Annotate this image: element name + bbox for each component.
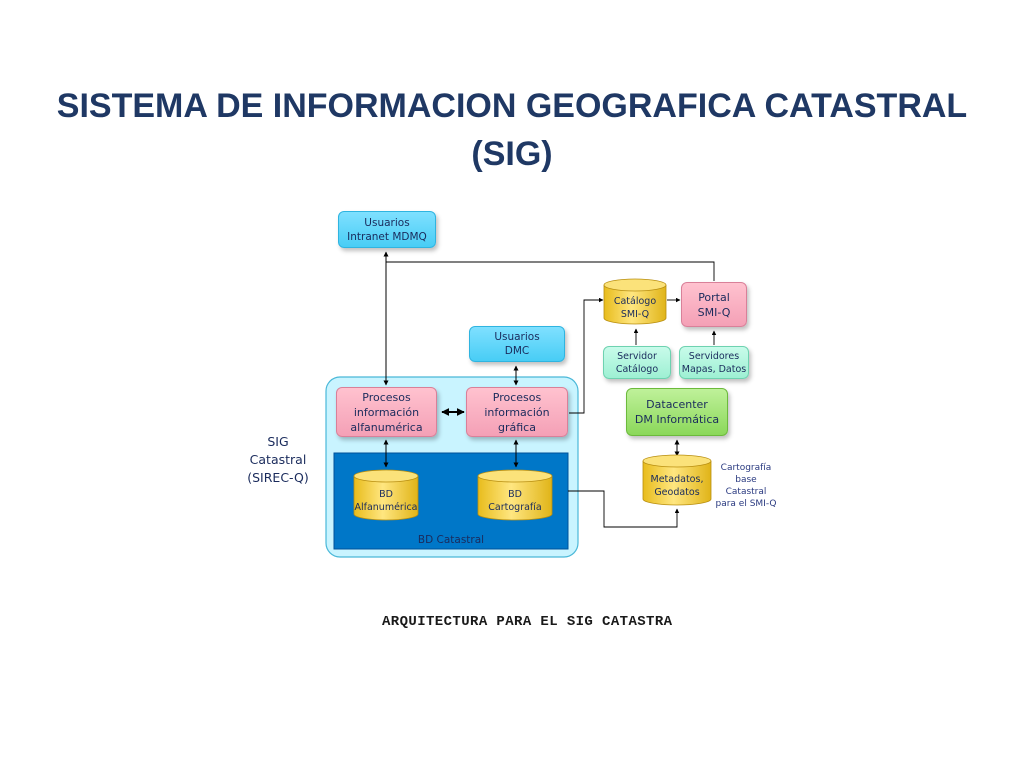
procesos-alfa-line2: información xyxy=(353,405,420,419)
sig-line3: (SIREC-Q) xyxy=(247,470,309,485)
datacenter-box: Datacenter DM Informática xyxy=(626,388,728,436)
procesos-grafica-box: Procesos información gráfica xyxy=(466,387,568,437)
servidores-mapas-box: Servidores Mapas, Datos xyxy=(679,346,749,379)
usuarios-dmc-line2: DMC xyxy=(504,345,530,357)
cartografia-line1: Cartografía xyxy=(720,463,772,473)
procesos-grafica-line2: información xyxy=(484,405,550,419)
title-line-2: (SIG) xyxy=(471,135,553,173)
bd-cartografia-label: BD Cartografía xyxy=(475,488,555,514)
bd-alfa-line2: Alfanumérica xyxy=(354,502,418,513)
catalogo-line1: Catálogo xyxy=(613,296,657,307)
slide-title: SISTEMA DE INFORMACION GEOGRAFICA CATAST… xyxy=(40,82,984,178)
bd-alfa-line1: BD xyxy=(379,489,393,500)
sig-line2: Catastral xyxy=(249,452,307,467)
bd-alfanumerica-cylinder xyxy=(353,469,419,521)
servidor-catalogo-box: Servidor Catálogo xyxy=(603,346,671,379)
procesos-grafica-line3: gráfica xyxy=(498,420,536,434)
connector-grafica-catalogo xyxy=(569,297,604,414)
metadatos-cylinder xyxy=(642,454,712,506)
servidores-mapas-line1: Servidores xyxy=(688,350,740,362)
cartografia-note: Cartografía base Catastral para el SMI-Q xyxy=(706,462,786,510)
procesos-alfa-line1: Procesos xyxy=(362,390,411,404)
cartografia-line4: para el SMI-Q xyxy=(715,499,777,509)
sig-line1: SIG xyxy=(267,434,289,449)
cartografia-line3: Catastral xyxy=(725,487,767,497)
connector-bdcatastral-metadatos xyxy=(568,490,680,528)
catalogo-cylinder xyxy=(603,278,667,325)
servidor-catalogo-line1: Servidor xyxy=(617,350,657,362)
catalogo-line2: SMI-Q xyxy=(620,309,650,320)
sig-catastral-label: SIG Catastral (SIREC-Q) xyxy=(238,433,318,487)
bd-carto-line1: BD xyxy=(508,489,522,500)
usuarios-intranet-line2: Intranet MDMQ xyxy=(347,230,427,243)
diagram-caption: ARQUITECTURA PARA EL SIG CATASTRA xyxy=(382,614,673,630)
datacenter-line2: DM Informática xyxy=(634,413,720,426)
procesos-grafica-line1: Procesos xyxy=(492,390,542,404)
usuarios-dmc-box: Usuarios DMC xyxy=(469,326,565,362)
usuarios-intranet-box: Usuarios Intranet MDMQ xyxy=(338,211,436,248)
usuarios-intranet-line1: Usuarios xyxy=(364,216,410,229)
bd-carto-line2: Cartografía xyxy=(488,502,542,513)
portal-line2: SMI-Q xyxy=(697,305,731,319)
datacenter-line1: Datacenter xyxy=(646,398,708,411)
portal-smi-box: Portal SMI-Q xyxy=(681,282,747,327)
bd-cartografia-cylinder xyxy=(477,469,553,521)
servidor-catalogo-line2: Catálogo xyxy=(615,363,659,375)
portal-line1: Portal xyxy=(698,290,730,304)
servidores-mapas-line2: Mapas, Datos xyxy=(681,363,747,375)
procesos-alfanumerica-box: Procesos información alfanumérica xyxy=(336,387,437,437)
catalogo-label: Catálogo SMI-Q xyxy=(600,295,670,321)
bd-catastral-label: BD Catastral xyxy=(417,534,485,546)
procesos-alfa-line3: alfanumérica xyxy=(350,420,423,434)
metadatos-line2: Geodatos xyxy=(654,487,700,498)
cartografia-line2: base xyxy=(735,475,757,485)
connector-intranet-portal xyxy=(386,261,715,281)
title-line-1: SISTEMA DE INFORMACION GEOGRAFICA CATAST… xyxy=(56,87,968,125)
metadatos-label: Metadatos, Geodatos xyxy=(637,473,717,499)
bd-alfanumerica-label: BD Alfanumérica xyxy=(346,488,426,514)
metadatos-line1: Metadatos, xyxy=(650,474,704,485)
usuarios-dmc-line1: Usuarios xyxy=(494,331,540,343)
